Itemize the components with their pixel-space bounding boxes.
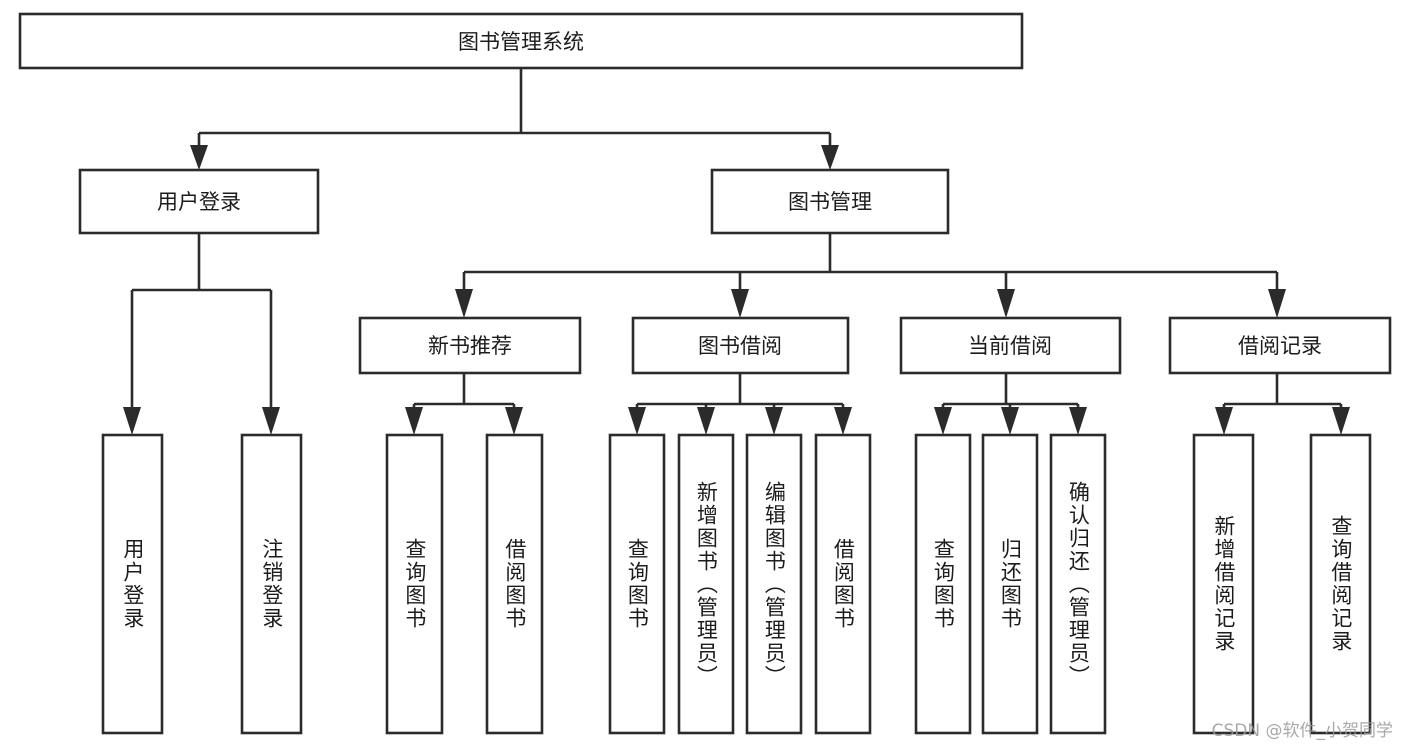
node-user-login-label: 用户登录 <box>157 190 241 214</box>
arrow-head-bb-leaf-4 <box>834 407 852 435</box>
node-root-label: 图书管理系统 <box>458 30 584 54</box>
arrow-head-leaf-logout <box>262 407 280 435</box>
connector-group-root-to-level2 <box>190 68 839 170</box>
leaf-box-cb-return-book[interactable] <box>981 433 1039 735</box>
node-book-borrow[interactable]: 图书借阅 <box>631 316 850 375</box>
leaf-box-nb-borrow-book[interactable] <box>485 433 544 735</box>
arrow-head-br-leaf-1 <box>1215 407 1233 435</box>
node-new-book-recommend[interactable]: 新书推荐 <box>358 316 582 375</box>
arrow-head-cb-leaf-3 <box>1069 407 1087 435</box>
leaf-box-bb-query-book[interactable] <box>608 433 666 735</box>
arrow-head-new-book <box>455 289 473 318</box>
arrow-head-current-borrow <box>997 289 1015 318</box>
node-borrow-record-box[interactable] <box>1168 316 1392 375</box>
leaf-box-bb-edit-book[interactable] <box>745 433 803 735</box>
csdn-watermark: CSDN @软件_小贺同学 <box>1211 721 1393 741</box>
node-new-book-box[interactable] <box>358 316 582 375</box>
node-current-borrow-box[interactable] <box>899 316 1122 375</box>
node-user-login-box[interactable] <box>78 168 320 235</box>
arrow-head-bb-leaf-1 <box>628 407 646 435</box>
leaf-box-br-add-record[interactable] <box>1192 433 1255 735</box>
arrow-head-cb-leaf-1 <box>934 407 952 435</box>
arrow-head-nb-leaf-1 <box>405 407 423 435</box>
arrow-head-br-leaf-2 <box>1332 407 1350 435</box>
leaf-box-logout[interactable] <box>240 433 303 735</box>
leaf-box-nb-query-book[interactable] <box>385 433 444 735</box>
arrow-head-borrow-record <box>1268 289 1286 318</box>
arrow-head-nb-leaf-2 <box>505 407 523 435</box>
node-book-borrow-box[interactable] <box>631 316 850 375</box>
arrow-head-leaf-user-login <box>123 407 141 435</box>
node-book-manage[interactable]: 图书管理 <box>710 168 950 235</box>
connector-group-borrow-record-to-leaves <box>1215 373 1350 435</box>
connector-group-new-book-to-leaves <box>405 373 523 435</box>
node-book-manage-label: 图书管理 <box>788 190 872 214</box>
arrow-head-book-borrow <box>731 289 749 318</box>
node-current-borrow-label: 当前借阅 <box>968 334 1052 358</box>
leaf-box-br-query-record[interactable] <box>1309 433 1372 735</box>
arrow-head-book-manage <box>821 145 839 170</box>
node-current-borrow[interactable]: 当前借阅 <box>899 316 1122 375</box>
connector-group-current-borrow-to-leaves <box>934 373 1087 435</box>
arrow-head-cb-leaf-2 <box>1001 407 1019 435</box>
node-new-book-label: 新书推荐 <box>428 334 512 358</box>
node-borrow-record[interactable]: 借阅记录 <box>1168 316 1392 375</box>
node-root[interactable]: 图书管理系统 <box>18 12 1024 70</box>
node-user-login[interactable]: 用户登录 <box>78 168 320 235</box>
leaf-box-cb-query-book[interactable] <box>914 433 972 735</box>
connector-group-book-borrow-to-leaves <box>628 373 852 435</box>
leaf-box-cb-confirm-return[interactable] <box>1049 433 1107 735</box>
node-book-borrow-label: 图书借阅 <box>698 334 782 358</box>
arrow-head-bb-leaf-2 <box>697 407 715 435</box>
node-root-box[interactable] <box>18 12 1024 70</box>
arrow-head-user-login <box>190 145 208 170</box>
connector-group-user-login-to-leaves <box>123 233 280 435</box>
leaf-box-bb-borrow-book[interactable] <box>814 433 872 735</box>
node-borrow-record-label: 借阅记录 <box>1238 334 1322 358</box>
connector-group-book-manage-to-level3 <box>455 233 1286 318</box>
node-book-manage-box[interactable] <box>710 168 950 235</box>
leaf-box-user-login[interactable] <box>101 433 164 735</box>
arrow-head-bb-leaf-3 <box>765 407 783 435</box>
leaf-box-bb-add-book[interactable] <box>677 433 735 735</box>
